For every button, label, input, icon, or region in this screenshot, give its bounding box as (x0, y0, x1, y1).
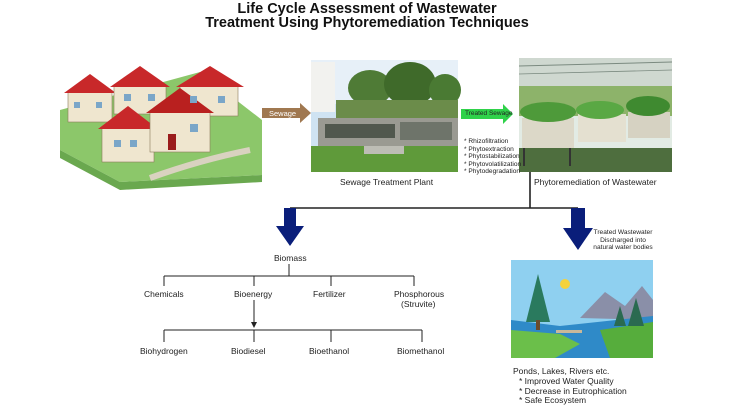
water-benefits-list: * Improved Water Quality * Decrease in E… (519, 377, 627, 406)
biomethanol-label: Biomethanol (397, 346, 444, 356)
technique-item: * Rhizofiltration (464, 138, 521, 146)
biomass-label: Biomass (274, 253, 307, 263)
stp-caption: Sewage Treatment Plant (340, 177, 433, 187)
biohydrogen-label: Biohydrogen (140, 346, 188, 356)
bioethanol-label: Bioethanol (309, 346, 349, 356)
chemicals-label: Chemicals (144, 289, 184, 299)
phytoremediation-photo (519, 58, 672, 172)
phosphorous-label: Phosphorous (394, 289, 444, 299)
biomass-tree-lines (164, 264, 422, 342)
note-line: Treated Wastewater (588, 229, 658, 237)
phyto-caption: Phytoremediation of Wastewater (534, 177, 657, 187)
technique-item: * Phytovolatilization (464, 161, 521, 169)
fertilizer-label: Fertilizer (313, 289, 346, 299)
big-arrow-left (276, 208, 304, 246)
sewage-arrow-label: Sewage (269, 109, 296, 118)
bioenergy-label: Bioenergy (234, 289, 272, 299)
water-bodies-heading: Ponds, Lakes, Rivers etc. (513, 366, 609, 376)
struvite-label: (Struvite) (401, 299, 435, 309)
techniques-list: * Rhizofiltration * Phytoextraction * Ph… (464, 138, 521, 176)
water-body-illustration (511, 260, 653, 358)
technique-item: * Phytostabilization (464, 153, 521, 161)
technique-item: * Phytoextraction (464, 146, 521, 154)
note-line: natural water bodies (588, 244, 658, 252)
treated-wastewater-note: Treated Wastewater Discharged into natur… (588, 229, 658, 252)
note-line: Discharged into (588, 237, 658, 245)
biodiesel-label: Biodiesel (231, 346, 266, 356)
houses-illustration (60, 66, 262, 190)
technique-item: * Phytodegradation (464, 168, 521, 176)
sewage-treatment-plant-photo (311, 60, 461, 172)
treated-sewage-arrow-label: Treated Sewage (465, 110, 512, 117)
benefit-item: * Safe Ecosystem (519, 396, 627, 406)
